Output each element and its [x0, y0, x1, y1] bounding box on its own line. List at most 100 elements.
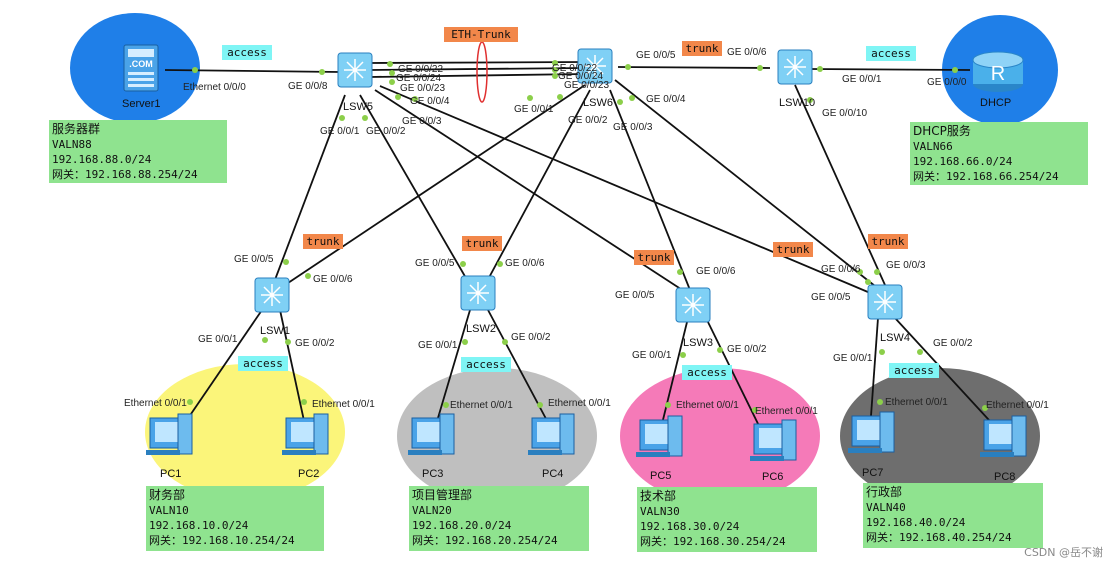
- watermark: CSDN @岳不谢: [1024, 546, 1103, 559]
- pc6-icon: [750, 419, 797, 461]
- port-label: GE 0/0/23: [564, 80, 609, 91]
- port-label: GE 0/0/1: [418, 340, 458, 351]
- link-lsw6-lsw3: [609, 89, 691, 291]
- port-label: GE 0/0/6: [727, 47, 767, 58]
- info-subnet: 192.168.20.0/24: [412, 519, 512, 532]
- port-label: GE 0/0/5: [615, 290, 655, 301]
- port-label: GE 0/0/2: [295, 338, 335, 349]
- pc2-label: PC2: [298, 468, 319, 480]
- tag-access-lsw4: access: [894, 364, 934, 377]
- pc5-icon: [636, 415, 683, 457]
- port-label: GE 0/0/8: [288, 81, 328, 92]
- port-label: GE 0/0/1: [842, 74, 882, 85]
- tags: access access ETH-Trunk trunk trunk trun…: [222, 27, 939, 380]
- link-lsw3-pc6: [705, 317, 766, 439]
- info-box-project: 项目管理部 VALN20 192.168.20.0/24 网关：192.168.…: [409, 486, 589, 551]
- port-label: GE 0/0/6: [821, 264, 861, 275]
- tag-trunk-lsw1: trunk: [306, 235, 339, 248]
- lsw2-label: LSW2: [466, 323, 496, 335]
- port-label: GE 0/0/0: [927, 77, 967, 88]
- info-title: DHCP服务: [913, 124, 971, 138]
- port-label: Ethernet 0/0/1: [548, 398, 611, 409]
- tag-access-lsw1: access: [243, 357, 283, 370]
- link-lsw6-lsw4: [614, 79, 881, 291]
- lsw6-switch-icon: [577, 48, 613, 84]
- switch-icons: [254, 48, 903, 323]
- lsw1-label: LSW1: [260, 325, 290, 337]
- info-vlan: VALN66: [913, 140, 953, 153]
- link-lsw1-pc1: [179, 309, 263, 431]
- port-label: GE 0/0/6: [313, 274, 353, 285]
- port-label: GE 0/0/2: [366, 126, 406, 137]
- port-label: Ethernet 0/0/0: [183, 82, 246, 93]
- pc1-label: PC1: [160, 468, 181, 480]
- link-lsw3-pc5: [659, 317, 689, 433]
- port-dots: [187, 60, 988, 413]
- port-label: GE 0/0/1: [198, 334, 238, 345]
- port-label: GE 0/0/2: [568, 115, 608, 126]
- tag-trunk-lsw6-lsw10: trunk: [685, 42, 718, 55]
- port-label: GE 0/0/6: [505, 258, 545, 269]
- link-lsw2-pc3: [434, 309, 471, 429]
- info-gateway: 网关：192.168.10.254/24: [149, 534, 295, 547]
- pc4-label: PC4: [542, 468, 563, 480]
- pc2-icon: [282, 413, 329, 455]
- lsw2-switch-icon: [460, 275, 496, 311]
- pc4-icon: [528, 413, 575, 455]
- link-lsw2-pc4: [487, 309, 553, 431]
- port-label: GE 0/0/3: [402, 116, 442, 127]
- port-label: GE 0/0/1: [514, 104, 554, 115]
- info-vlan: VALN88: [52, 138, 92, 151]
- lsw10-switch-icon: [777, 49, 813, 85]
- eth-trunk-ring: [476, 41, 488, 103]
- pc8-label: PC8: [994, 471, 1015, 483]
- link-lsw1-pc2: [279, 309, 307, 431]
- lsw3-switch-icon: [675, 287, 711, 323]
- link-lsw6-lsw2: [484, 89, 591, 286]
- lsw4-switch-icon: [867, 284, 903, 320]
- tag-access-lsw3: access: [687, 366, 727, 379]
- port-label: GE 0/0/24: [558, 71, 603, 82]
- info-title: 财务部: [149, 488, 186, 502]
- info-vlan: VALN10: [149, 504, 189, 517]
- tag-eth-trunk: ETH-Trunk: [451, 28, 511, 41]
- port-label: GE 0/0/6: [696, 266, 736, 277]
- port-label: GE 0/0/23: [400, 83, 445, 94]
- finance-zone: [145, 364, 345, 500]
- info-title: 项目管理部: [412, 488, 473, 502]
- info-gateway: 网关：192.168.40.254/24: [866, 531, 1012, 544]
- tag-trunk-lsw4b: trunk: [871, 235, 904, 248]
- info-gateway: 网关：192.168.20.254/24: [412, 534, 558, 547]
- info-box-admin: 行政部 VALN40 192.168.40.0/24 网关：192.168.40…: [863, 483, 1043, 548]
- link-lsw5-lsw2: [359, 94, 471, 286]
- pc7-icon: [848, 411, 895, 453]
- port-label: GE 0/0/1: [632, 350, 672, 361]
- port-label: Ethernet 0/0/1: [986, 400, 1049, 411]
- tag-trunk-lsw2: trunk: [465, 237, 498, 250]
- project-zone: [397, 368, 597, 504]
- info-subnet: 192.168.10.0/24: [149, 519, 249, 532]
- info-subnet: 192.168.66.0/24: [913, 155, 1013, 168]
- link-lsw4-pc7: [869, 317, 879, 431]
- tag-trunk-lsw3: trunk: [637, 251, 670, 264]
- link-lsw10-dhcp: [809, 68, 971, 71]
- router-icon: R: [972, 51, 1024, 92]
- info-title: 服务器群: [52, 122, 101, 136]
- info-title: 技术部: [640, 489, 677, 503]
- port-label: GE 0/0/4: [410, 96, 450, 107]
- pc7-label: PC7: [862, 467, 883, 479]
- port-label: GE 0/0/5: [234, 254, 274, 265]
- info-gateway: 网关：192.168.88.254/24: [52, 168, 198, 181]
- lsw5-label: LSW5: [343, 101, 373, 113]
- dhcp-label: DHCP: [980, 97, 1011, 109]
- info-box-tech: 技术部 VALN30 192.168.30.0/24 网关：192.168.30…: [637, 487, 817, 552]
- pc3-icon: [408, 413, 455, 455]
- tag-trunk-lsw4a: trunk: [776, 243, 809, 256]
- port-label: Ethernet 0/0/1: [885, 397, 948, 408]
- pc3-label: PC3: [422, 468, 443, 480]
- pc6-label: PC6: [762, 471, 783, 483]
- port-label: GE 0/0/24: [396, 73, 441, 84]
- pc-icons: [146, 411, 1027, 461]
- port-label: Ethernet 0/0/1: [755, 406, 818, 417]
